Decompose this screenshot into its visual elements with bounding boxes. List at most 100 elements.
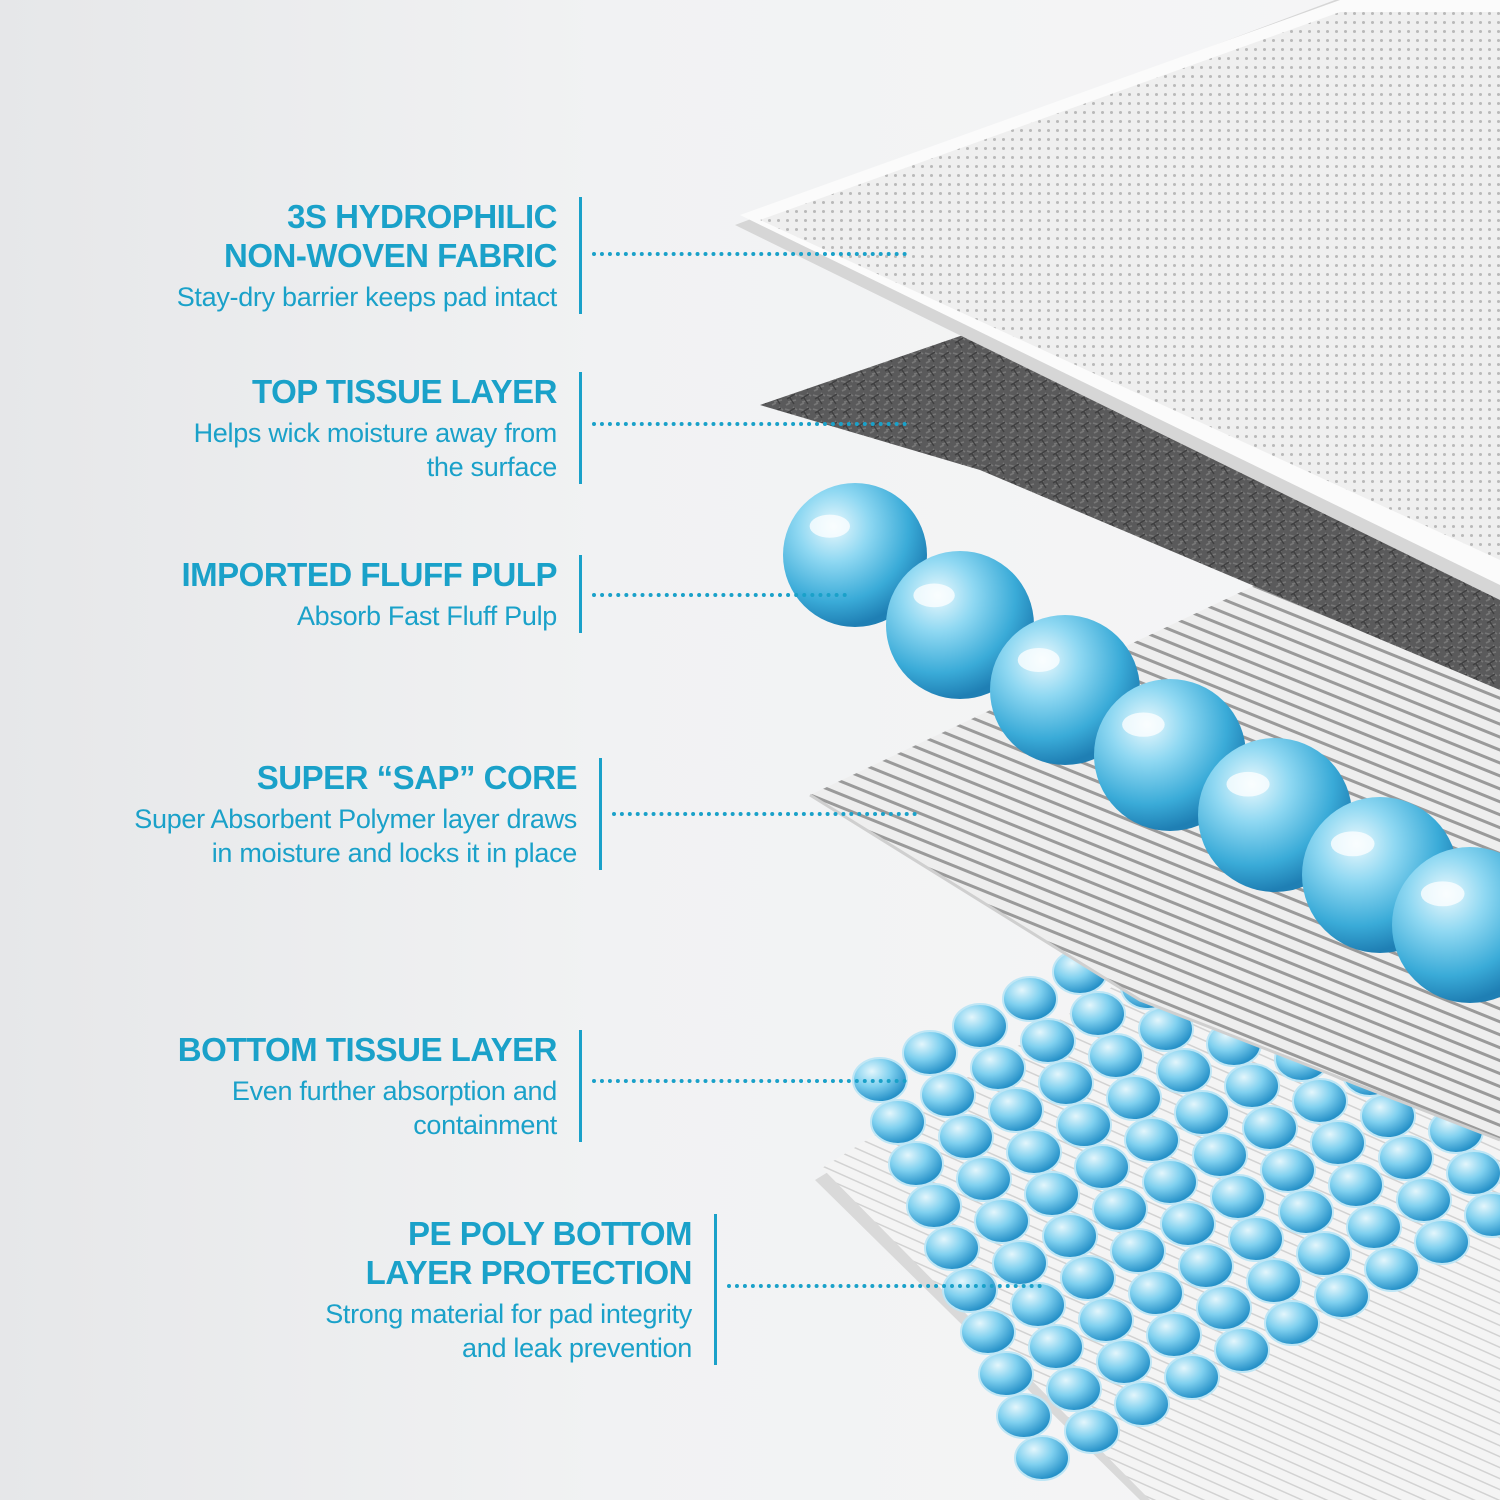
honeycomb-cell <box>1160 1201 1216 1247</box>
honeycomb-cell <box>1088 1033 1144 1079</box>
bead-highlight <box>1017 648 1060 672</box>
connector-dots <box>727 1284 1042 1288</box>
layer-description: Strong material for pad integrity and le… <box>325 1299 692 1363</box>
honeycomb-cell <box>988 1087 1044 1133</box>
bead-highlight <box>913 583 955 608</box>
honeycomb-cell <box>996 1393 1052 1439</box>
layer-description: Helps wick moisture away from the surfac… <box>193 418 558 482</box>
honeycomb-cell <box>1046 1366 1102 1412</box>
honeycomb-cell <box>1156 1048 1212 1094</box>
layer-title: PE POLY BOTTOM LAYER PROTECTION <box>365 1215 693 1291</box>
honeycomb-cell <box>1328 1162 1384 1208</box>
layer-label-sap-core: SUPER “SAP” CORE Super Absorbent Polymer… <box>42 758 602 870</box>
layer-title: IMPORTED FLUFF PULP <box>181 556 558 593</box>
bead-highlight <box>1226 771 1270 797</box>
honeycomb-cell <box>1038 1060 1094 1106</box>
honeycomb-cell <box>902 1030 958 1076</box>
layer-label-bottom-tissue: BOTTOM TISSUE LAYER Even further absorpt… <box>22 1030 582 1142</box>
bead-highlight <box>1122 712 1165 737</box>
honeycomb-cell <box>1464 1192 1500 1238</box>
honeycomb-cell <box>1346 1204 1402 1250</box>
honeycomb-cell <box>1396 1177 1452 1223</box>
honeycomb-cell <box>1006 1129 1062 1175</box>
layer-title: BOTTOM TISSUE LAYER <box>177 1031 558 1068</box>
honeycomb-cell <box>1192 1132 1248 1178</box>
honeycomb-cell <box>1314 1273 1370 1319</box>
layer-title: SUPER “SAP” CORE <box>256 759 578 796</box>
honeycomb-cell <box>992 1240 1048 1286</box>
honeycomb-cell <box>942 1267 998 1313</box>
honeycomb-cell <box>1064 1408 1120 1454</box>
connector-dots <box>612 812 917 816</box>
honeycomb-cell <box>1196 1285 1252 1331</box>
honeycomb-cell <box>920 1072 976 1118</box>
honeycomb-cell <box>906 1183 962 1229</box>
fluff-pulp-beads <box>783 483 1500 1003</box>
layer-description: Absorb Fast Fluff Pulp <box>296 601 557 631</box>
layer-description: Super Absorbent Polymer layer draws in m… <box>134 804 577 868</box>
honeycomb-cell <box>870 1099 926 1145</box>
honeycomb-cell <box>1296 1231 1352 1277</box>
honeycomb-cell <box>1020 1018 1076 1064</box>
bead-highlight <box>809 514 850 538</box>
honeycomb-cell <box>1224 1063 1280 1109</box>
honeycomb-cell <box>1260 1147 1316 1193</box>
layer-label-non-woven-fabric: 3S HYDROPHILIC NON-WOVEN FABRIC Stay-dry… <box>22 197 582 314</box>
connector-dots <box>592 252 907 256</box>
honeycomb-cell <box>1414 1219 1470 1265</box>
honeycomb-cell <box>974 1198 1030 1244</box>
honeycomb-cell <box>1146 1312 1202 1358</box>
honeycomb-cell <box>1174 1090 1230 1136</box>
connector-dots <box>592 593 847 597</box>
honeycomb-cell <box>1002 976 1058 1022</box>
honeycomb-cell <box>1364 1246 1420 1292</box>
honeycomb-cell <box>1028 1324 1084 1370</box>
honeycomb-cell <box>1056 1102 1112 1148</box>
honeycomb-cell <box>1246 1258 1302 1304</box>
honeycomb-cell <box>1228 1216 1284 1262</box>
layer-description: Stay-dry barrier keeps pad intact <box>176 282 558 312</box>
layer-label-top-tissue: TOP TISSUE LAYER Helps wick moisture awa… <box>22 372 582 484</box>
honeycomb-cell <box>1378 1135 1434 1181</box>
honeycomb-cell <box>1124 1117 1180 1163</box>
honeycomb-cell <box>924 1225 980 1271</box>
honeycomb-cell <box>1214 1327 1270 1373</box>
honeycomb-cell <box>1070 991 1126 1037</box>
honeycomb-cell <box>1446 1150 1500 1196</box>
honeycomb-cell <box>1010 1282 1066 1328</box>
connector-dots <box>592 422 907 426</box>
layer-label-pe-bottom: PE POLY BOTTOM LAYER PROTECTION Strong m… <box>157 1214 717 1365</box>
honeycomb-cell <box>1128 1270 1184 1316</box>
honeycomb-cell <box>1264 1300 1320 1346</box>
honeycomb-cell <box>938 1114 994 1160</box>
honeycomb-cell <box>1242 1105 1298 1151</box>
honeycomb-cell <box>1096 1339 1152 1385</box>
honeycomb-cell <box>1114 1381 1170 1427</box>
honeycomb-cell <box>1178 1243 1234 1289</box>
honeycomb-cell <box>888 1141 944 1187</box>
honeycomb-cell <box>1110 1228 1166 1274</box>
honeycomb-cell <box>1014 1435 1070 1481</box>
honeycomb-cell <box>1142 1159 1198 1205</box>
honeycomb-cell <box>1060 1255 1116 1301</box>
honeycomb-cell <box>1292 1078 1348 1124</box>
honeycomb-cell <box>1042 1213 1098 1259</box>
bead-highlight <box>1420 881 1465 907</box>
layer-description: Even further absorption and containment <box>231 1076 557 1140</box>
fluff-pulp-bead <box>1392 847 1500 1003</box>
honeycomb-cell <box>1074 1144 1130 1190</box>
honeycomb-cell <box>952 1003 1008 1049</box>
honeycomb-cell <box>1092 1186 1148 1232</box>
honeycomb-cell <box>1024 1171 1080 1217</box>
honeycomb-cell <box>1210 1174 1266 1220</box>
honeycomb-cell <box>960 1309 1016 1355</box>
honeycomb-cell <box>956 1156 1012 1202</box>
layer-title: 3S HYDROPHILIC NON-WOVEN FABRIC <box>224 198 558 274</box>
layer-label-fluff-pulp: IMPORTED FLUFF PULP Absorb Fast Fluff Pu… <box>22 555 582 633</box>
honeycomb-cell <box>978 1351 1034 1397</box>
layer-title: TOP TISSUE LAYER <box>252 373 557 410</box>
bead-highlight <box>1330 831 1375 857</box>
honeycomb-cell <box>970 1045 1026 1091</box>
honeycomb-cell <box>1310 1120 1366 1166</box>
